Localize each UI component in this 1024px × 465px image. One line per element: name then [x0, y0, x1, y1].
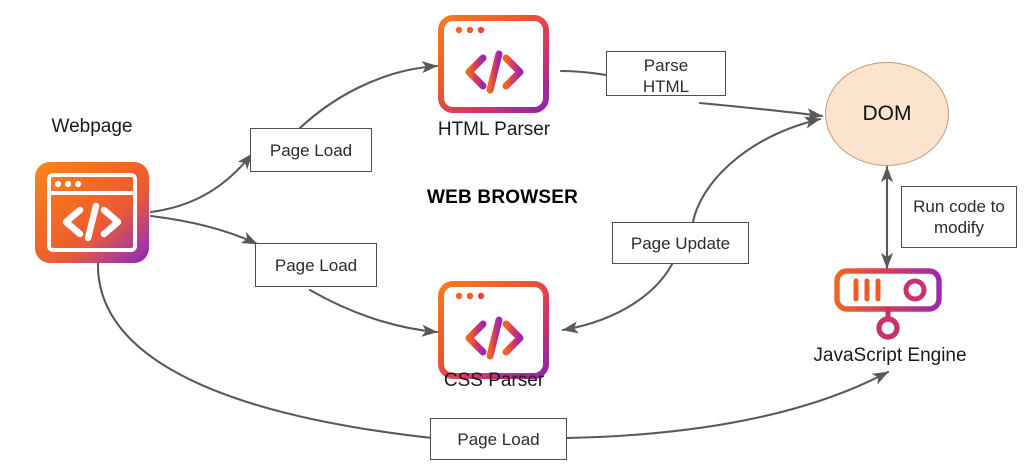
edge-page-update-to-dom — [691, 116, 822, 224]
node-label-js-engine: JavaScript Engine — [813, 345, 967, 366]
edge-label-text: Page Load — [269, 140, 353, 160]
edge-parse-html-to-dom — [698, 101, 824, 121]
edge-label-text: Page Update — [630, 233, 731, 253]
edge-pageload-js-to-js-engine — [564, 370, 890, 440]
edge-label-parse-html[interactable]: Parse HTML — [606, 51, 726, 96]
edge-label-text-line1: Parse — [643, 56, 689, 75]
node-html-parser[interactable] — [437, 14, 550, 114]
edge-label-text-line2: modify — [933, 218, 985, 237]
edge-label-text-line2: HTML — [642, 77, 690, 96]
edge-label-page-load-js[interactable]: Page Load — [430, 418, 567, 460]
node-webpage[interactable] — [33, 160, 151, 265]
edge-label-text: Page Load — [457, 429, 540, 449]
node-css-parser[interactable] — [437, 280, 550, 380]
edge-label-text: Page Load — [274, 255, 358, 275]
node-label-html-parser: HTML Parser — [437, 119, 551, 140]
edge-html-parser-to-parse-html — [559, 69, 608, 77]
edge-label-run-code-modify[interactable]: Run code to modify — [901, 186, 1017, 248]
edge-webpage-to-pageload-css — [149, 214, 259, 246]
node-js-engine[interactable] — [833, 268, 943, 346]
edge-pageload-css-to-css-parser — [308, 288, 439, 337]
edge-label-page-update[interactable]: Page Update — [612, 222, 749, 264]
browser-window-code-outline-icon — [438, 281, 549, 379]
edge-label-text-line1: Run code to — [913, 197, 1005, 216]
browser-window-code-outline-icon — [438, 15, 549, 113]
browser-window-code-filled-icon — [35, 162, 149, 263]
node-dom[interactable]: DOM — [825, 62, 949, 166]
edge-page-update-to-css-parser — [561, 256, 677, 334]
edge-webpage-to-pageload-js — [96, 260, 434, 440]
node-label-css-parser: CSS Parser — [443, 370, 545, 391]
edge-label-page-load-css[interactable]: Page Load — [255, 243, 377, 287]
engine-server-icon — [834, 268, 942, 340]
section-title-web-browser: WEB BROWSER — [427, 187, 579, 208]
node-label-dom: DOM — [862, 102, 912, 125]
edge-pageload-html-to-html-parser — [298, 60, 439, 130]
edge-label-page-load-html[interactable]: Page Load — [250, 128, 372, 172]
node-label-webpage: Webpage — [51, 116, 133, 137]
edge-webpage-to-pageload-html — [149, 152, 254, 214]
